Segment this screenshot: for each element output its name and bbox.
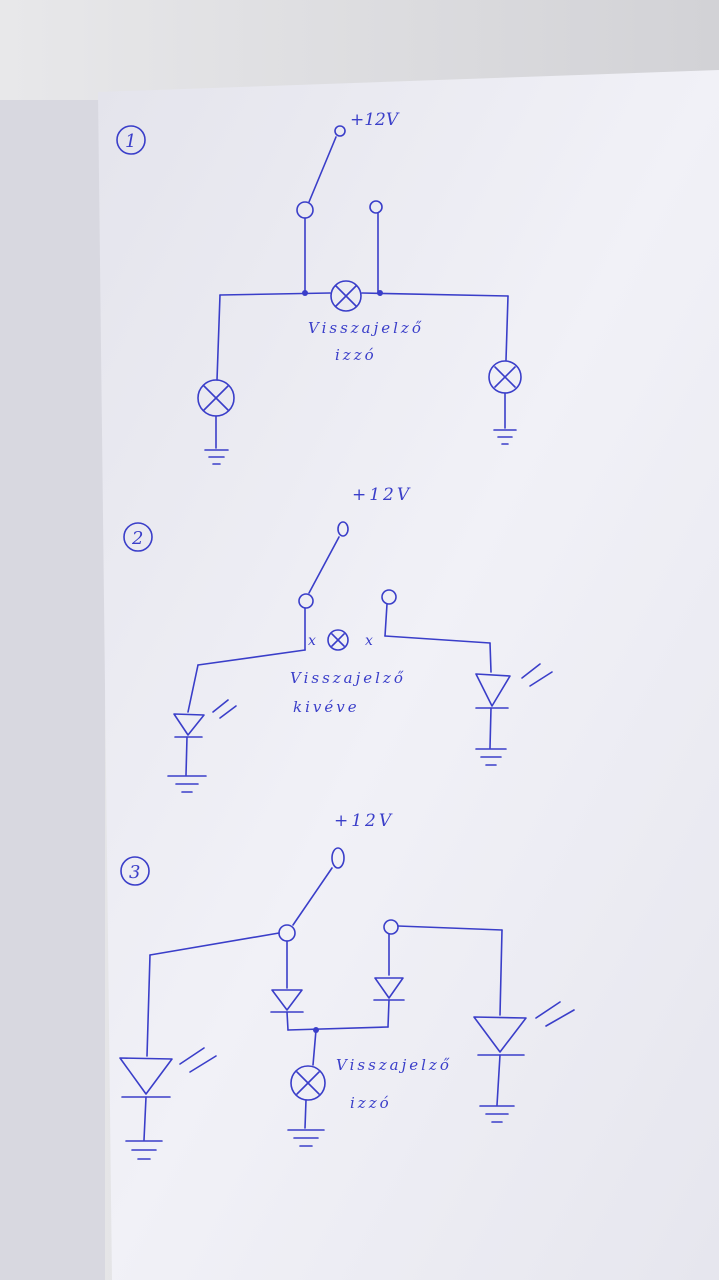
wire <box>384 603 388 637</box>
diode-icon <box>373 977 405 1001</box>
junction-dot <box>377 290 383 296</box>
ground-icon <box>493 429 517 445</box>
ground-icon <box>479 1105 515 1123</box>
supply-terminal <box>334 125 346 137</box>
led-icon <box>173 699 237 738</box>
diagram-number-circle <box>120 856 150 886</box>
wire <box>219 292 331 296</box>
lamp-icon <box>488 360 522 394</box>
wire <box>287 1026 389 1031</box>
diagram-number: 2 <box>131 528 143 549</box>
wire <box>505 295 509 361</box>
ground-icon <box>204 449 229 465</box>
supply-terminal <box>337 521 349 537</box>
led-icon <box>473 1001 575 1056</box>
switch-contact-left <box>278 924 296 942</box>
wire <box>149 932 280 956</box>
lamp-label: izzó <box>335 346 377 364</box>
wire <box>489 707 492 749</box>
wire <box>489 642 492 673</box>
wire <box>312 1029 317 1066</box>
switch-contact-left <box>296 201 314 219</box>
diode-icon <box>270 989 304 1013</box>
diagram-2: 2 +12V x x Visszajelző k <box>123 485 553 793</box>
supply-label: +12V <box>350 110 400 130</box>
lamp-label: Visszajelző <box>336 1056 452 1074</box>
wire <box>187 664 199 713</box>
diagram-number-circle <box>116 125 146 155</box>
led-icon <box>475 663 553 709</box>
supply-terminal <box>331 847 345 869</box>
wire <box>143 1096 147 1141</box>
led-icon <box>119 1047 217 1098</box>
wire <box>216 294 221 381</box>
lamp-label: kivéve <box>293 698 360 716</box>
wire <box>304 1099 307 1129</box>
lamp-label: Visszajelző <box>308 319 424 337</box>
diagram-number: 1 <box>125 131 136 152</box>
wire <box>397 925 503 931</box>
switch-blade <box>292 867 333 926</box>
wire <box>146 954 151 1057</box>
indicator-lamp-icon <box>327 629 349 651</box>
wire <box>185 736 188 776</box>
wire <box>361 292 509 297</box>
wire <box>384 635 491 644</box>
ground-icon <box>125 1140 163 1160</box>
supply-label: +12V <box>352 485 412 505</box>
ground-icon <box>475 748 507 766</box>
switch-contact-right <box>383 919 399 935</box>
switch-contact-right <box>369 200 383 214</box>
diagram-number-circle <box>123 522 153 552</box>
wire <box>499 929 503 1016</box>
cross-mark: x <box>365 633 373 649</box>
switch-contact-left <box>298 593 314 609</box>
lamp-label: Visszajelző <box>290 669 406 687</box>
supply-label: +12V <box>334 811 394 831</box>
lamp-icon <box>197 379 235 417</box>
diagram-number: 3 <box>129 862 140 883</box>
lamp-label: izzó <box>350 1094 392 1112</box>
cross-mark: x <box>308 633 316 649</box>
diagram-3: 3 +12V <box>119 811 575 1160</box>
junction-dot <box>302 290 308 296</box>
switch-blade <box>308 136 337 203</box>
diagram-1: 1 +12V Visszajelző izzó <box>116 110 522 465</box>
switch-blade <box>308 536 340 594</box>
wire <box>387 999 390 1028</box>
wire <box>197 649 306 666</box>
wire <box>286 1011 289 1031</box>
indicator-lamp-icon <box>330 280 362 312</box>
wire <box>496 1054 501 1106</box>
paper-sheet <box>98 70 719 1280</box>
ground-icon <box>167 775 207 793</box>
left-sheet <box>0 100 105 1280</box>
switch-contact-right <box>381 589 397 605</box>
ground-icon <box>287 1129 325 1147</box>
indicator-lamp-icon <box>290 1065 326 1101</box>
